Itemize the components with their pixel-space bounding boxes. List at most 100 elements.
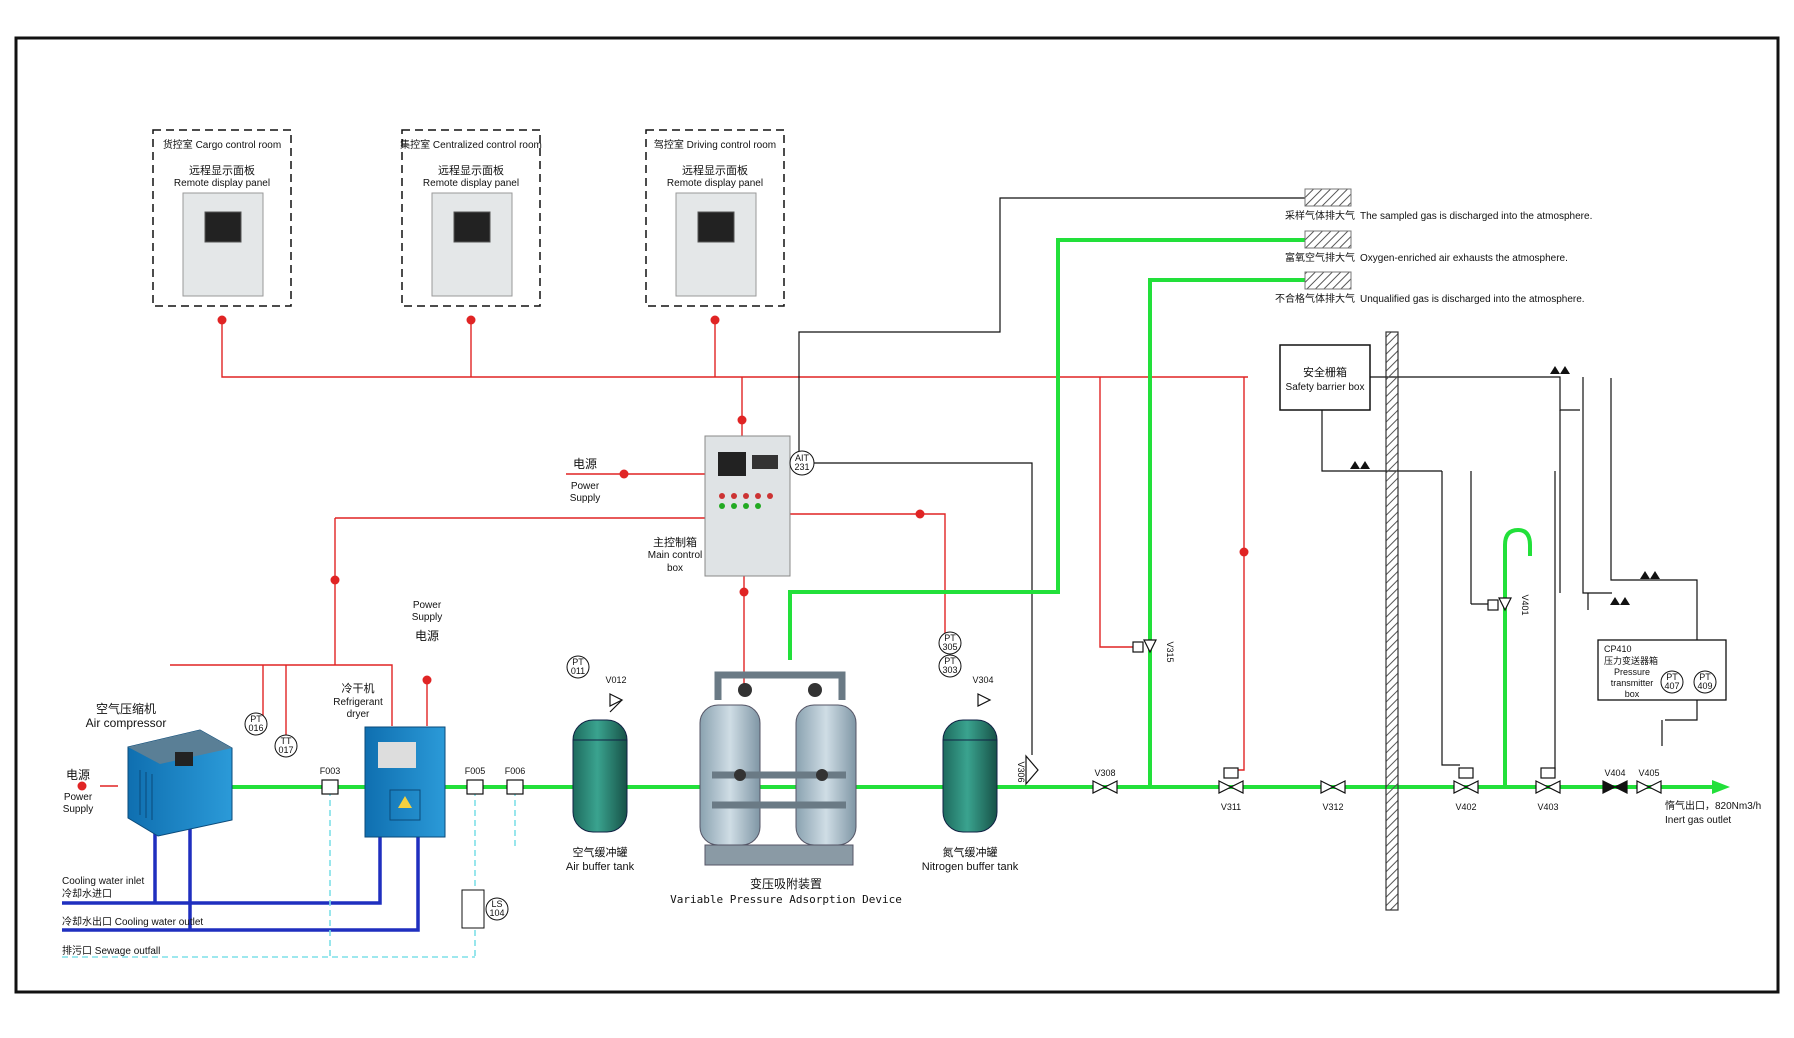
exhaust-label-en: The sampled gas is discharged into the a…	[1360, 211, 1592, 222]
sewage-outfall: 排污口 Sewage outfall	[62, 944, 160, 957]
exhaust-label-en: Oxygen-enriched air exhausts the atmosph…	[1360, 253, 1568, 264]
display-screen	[697, 211, 735, 243]
valve-v012: V012	[605, 675, 627, 713]
tag-number: 104	[489, 908, 504, 918]
cooling-water-inlet-cn: 冷却水进口	[62, 887, 112, 900]
room-title: 集控室 Centralized control room	[400, 138, 542, 151]
compressor-en: Air compressor	[86, 716, 167, 730]
tag-number: 017	[278, 745, 293, 755]
remote-display-panel	[675, 192, 757, 297]
power-supply-left: 电源 Power Supply	[63, 768, 94, 815]
valve-tag: V311	[1221, 802, 1241, 812]
tag-number: 303	[942, 665, 957, 675]
n2-tank-cn: 氮气缓冲罐	[943, 845, 998, 859]
tag-letters: LS	[491, 899, 502, 909]
valve-v306: V306	[1016, 754, 1039, 786]
power-label-en1: Power	[64, 792, 93, 803]
control-room-cargo: 货控室 Cargo control room 远程显示面板 Remote dis…	[152, 129, 292, 307]
valve-tag: V304	[972, 675, 993, 685]
signal-markers	[1350, 366, 1660, 605]
gas-lines	[229, 238, 1716, 789]
power-supply-top: 电源 Power Supply	[570, 457, 601, 504]
valve-v304: V304	[972, 675, 994, 707]
outlet-en: Inert gas outlet	[1665, 815, 1731, 826]
valve-f005: F005	[465, 766, 486, 795]
pt-box-en1: Pressure	[1614, 667, 1650, 677]
valve-tag: V404	[1604, 768, 1625, 778]
panel-title-cn: 远程显示面板	[438, 163, 504, 177]
tag-letters: PT	[944, 656, 956, 666]
psa-device: 变压吸附装置 Variable Pressure Adsorption Devi…	[670, 671, 902, 906]
power-supply-dryer: Power Supply 电源	[412, 600, 443, 643]
signal-lines	[100, 320, 1248, 787]
tag-letters: PT	[250, 714, 262, 724]
power-label-cn: 电源	[415, 629, 439, 643]
valve-tag: V402	[1455, 802, 1476, 812]
valve-tag: F003	[320, 766, 341, 776]
tag-letters: PT	[1666, 672, 1678, 682]
valves: F003 F005 F006 V012 V304 V306 V308 V311 …	[320, 594, 1662, 812]
signal-junction-dots	[77, 315, 1249, 791]
valve-tag: V405	[1638, 768, 1659, 778]
valve-v405: V405	[1636, 768, 1662, 794]
panel-title-en: Remote display panel	[423, 178, 519, 189]
valve-f006: F006	[505, 766, 526, 795]
control-screen	[718, 452, 746, 476]
utility-labels: Cooling water inlet 冷却水进口 冷却水出口 Cooling …	[62, 876, 203, 957]
tag-number: 011	[571, 666, 585, 676]
instrument-lines	[798, 197, 1698, 770]
valve-v315: V315	[1132, 639, 1175, 663]
tag-letters: TT	[281, 736, 292, 746]
safety-barrier-en: Safety barrier box	[1286, 382, 1365, 393]
panel-title-en: Remote display panel	[667, 178, 763, 189]
main-control-en1: Main control	[648, 550, 702, 561]
main-control-en2: box	[667, 563, 683, 574]
pt-box-en2: transmitter	[1611, 678, 1654, 688]
display-screen	[453, 211, 491, 243]
display-screen	[204, 211, 242, 243]
exhaust-sampled: 采样气体排大气 The sampled gas is discharged in…	[1285, 188, 1592, 222]
panel-title-cn: 远程显示面板	[682, 163, 748, 177]
nitrogen-buffer-tank: 氮气缓冲罐 Nitrogen buffer tank	[922, 719, 1019, 873]
valve-v404: V404	[1602, 768, 1628, 794]
air-buffer-tank: 空气缓冲罐 Air buffer tank	[566, 719, 635, 873]
power-label-en1: Power	[571, 481, 600, 492]
tag-number: 231	[794, 462, 809, 472]
room-title: 驾控室 Driving control room	[654, 138, 776, 151]
valve-tag: F006	[505, 766, 526, 776]
control-indicator	[752, 455, 778, 469]
tag-letters: PT	[1699, 672, 1711, 682]
power-label-cn: 电源	[66, 768, 90, 782]
main-control-cn: 主控制箱	[653, 535, 697, 549]
room-title: 货控室 Cargo control room	[163, 138, 281, 151]
panel-title-en: Remote display panel	[174, 178, 270, 189]
outlet-cn: 惰气出口，820Nm3/h	[1665, 799, 1761, 812]
valve-tag: F005	[465, 766, 486, 776]
power-label-en1: Power	[413, 600, 442, 611]
valve-v311: V311	[1218, 767, 1244, 812]
pressure-transmitter-box: CP410 压力变送器箱 Pressure transmitter box	[1597, 639, 1727, 701]
refrigerant-dryer: 冷干机 Refrigerant dryer	[333, 681, 446, 838]
valve-tag: V401	[1520, 594, 1530, 615]
outlet-arrow	[1712, 780, 1730, 794]
valve-tag: V312	[1322, 802, 1343, 812]
valve-tag: V315	[1165, 641, 1175, 662]
exhaust-unqualified: 不合格气体排大气 Unqualified gas is discharged i…	[1275, 271, 1585, 305]
exhaust-label-cn: 采样气体排大气	[1285, 209, 1355, 222]
tag-letters: PT	[944, 633, 956, 643]
valve-v312: V312	[1320, 780, 1346, 812]
power-label-en2: Supply	[570, 493, 601, 504]
pt-box-en3: box	[1625, 689, 1640, 699]
valve-f003: F003	[320, 766, 341, 795]
air-tank-cn: 空气缓冲罐	[573, 845, 628, 859]
exhaust-label-cn: 不合格气体排大气	[1275, 292, 1355, 305]
power-label-cn: 电源	[573, 457, 597, 471]
tag-letters: AIT	[795, 453, 810, 463]
